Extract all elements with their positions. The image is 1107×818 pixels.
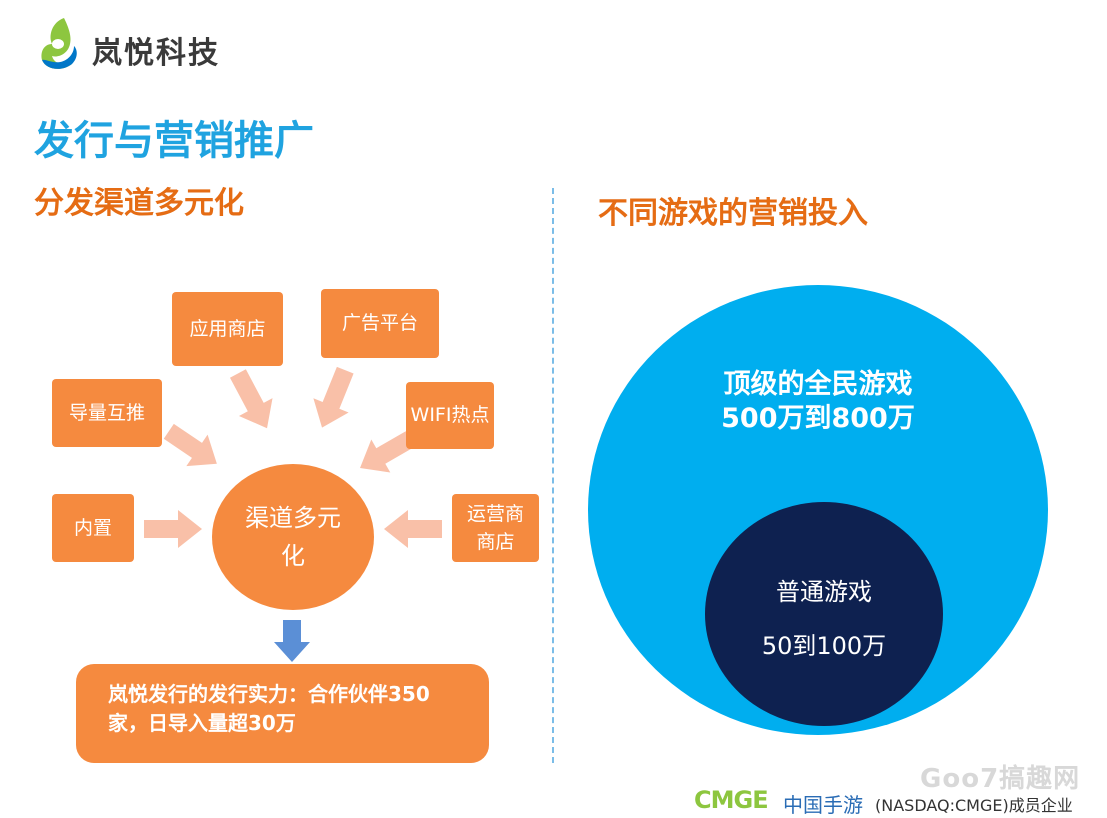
outer-circle-value: 500万到800万 (721, 403, 915, 434)
node-ad-platform: 广告平台 (321, 289, 439, 358)
arrow-from-wifi (360, 431, 415, 473)
inner-circle-label: 普通游戏 (776, 578, 872, 606)
node-wifi-hotspot: WIFI热点 (406, 382, 494, 449)
brand-logo-icon (41, 18, 77, 69)
arrow-from-ad-platform (313, 366, 354, 428)
node-preinstall: 内置 (52, 494, 134, 562)
inner-circle-value: 50到100万 (761, 632, 887, 660)
cmge-company-name: 中国手游 (783, 793, 863, 817)
center-node-channels: 渠道多元化 (212, 464, 374, 610)
arrow-from-app-store (229, 369, 273, 429)
node-app-store: 应用商店 (172, 292, 283, 366)
column-divider (552, 188, 554, 763)
arrow-from-carrier-store (384, 510, 442, 548)
brand-name: 岚悦科技 (92, 36, 220, 71)
arrow-from-preinstall (144, 510, 202, 548)
arrow-down-to-result (274, 620, 310, 662)
inner-circle-normal-games (705, 502, 943, 726)
outer-circle-label: 顶级的全民游戏 (723, 369, 913, 400)
section-heading-distribution: 分发渠道多元化 (34, 186, 244, 221)
section-heading-marketing: 不同游戏的营销投入 (598, 196, 868, 231)
arrow-from-cross-promo (163, 423, 217, 467)
result-callout: 岚悦发行的发行实力：合作伙伴350家，日导入量超30万 (76, 664, 489, 763)
cmge-tagline: (NASDAQ:CMGE)成员企业 (875, 796, 1073, 815)
node-carrier-store: 运营商商店 (452, 494, 539, 562)
page-title: 发行与营销推广 (34, 118, 314, 164)
watermark: Goo7搞趣网 (920, 764, 1081, 794)
cmge-logo: CMGE (694, 786, 769, 814)
node-cross-promo: 导量互推 (52, 379, 162, 447)
